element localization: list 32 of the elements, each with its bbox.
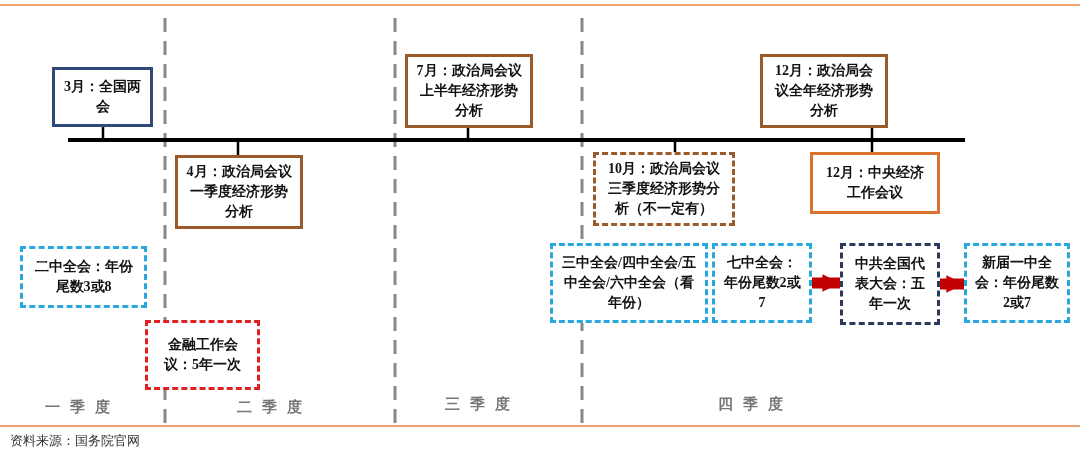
event-text: 12月：中央经济工作会议 [825,163,925,202]
event-text: 三中全会/四中全会/五中全会/六中全会（看年份） [561,253,697,313]
dashed-event-box [840,243,940,325]
dashed-event-box [550,243,708,323]
dashed-event-box [712,243,812,323]
arrow [812,274,840,292]
dashed-event-box [145,320,260,390]
quarter-label: 二季度 [237,398,312,417]
quarter-label: 四季度 [718,395,793,414]
event-text: 七中全会：年份尾数2或7 [723,253,801,313]
event-text: 12月：政治局会议全年经济形势分析 [773,61,874,121]
event-box [810,152,940,214]
event-box [760,54,888,128]
event-text: 新届一中全会：年份尾数2或7 [975,253,1059,313]
event-text: 二中全会：年份尾数3或8 [33,257,134,296]
event-text: 4月：政治局会议一季度经济形势分析 [186,162,292,222]
dashed-event-box [593,152,735,226]
source-caption: 资料来源：国务院官网 [10,432,140,450]
event-box [52,67,153,127]
event-box [405,54,533,128]
quarter-label: 一季度 [45,398,120,417]
quarter-label: 三季度 [445,395,520,414]
event-text: 中共全国代表大会：五年一次 [854,254,926,314]
event-text: 金融工作会议：5年一次 [162,335,242,374]
dashed-event-box [20,246,147,308]
event-text: 10月：政治局会议三季度经济形势分析（不一定有） [607,159,721,219]
dashed-event-box [964,243,1070,323]
event-text: 3月：全国两会 [63,77,142,116]
event-box [175,155,303,229]
event-text: 7月：政治局会议上半年经济形势分析 [416,61,522,121]
arrow [940,275,964,293]
timeline-bar [68,138,965,142]
